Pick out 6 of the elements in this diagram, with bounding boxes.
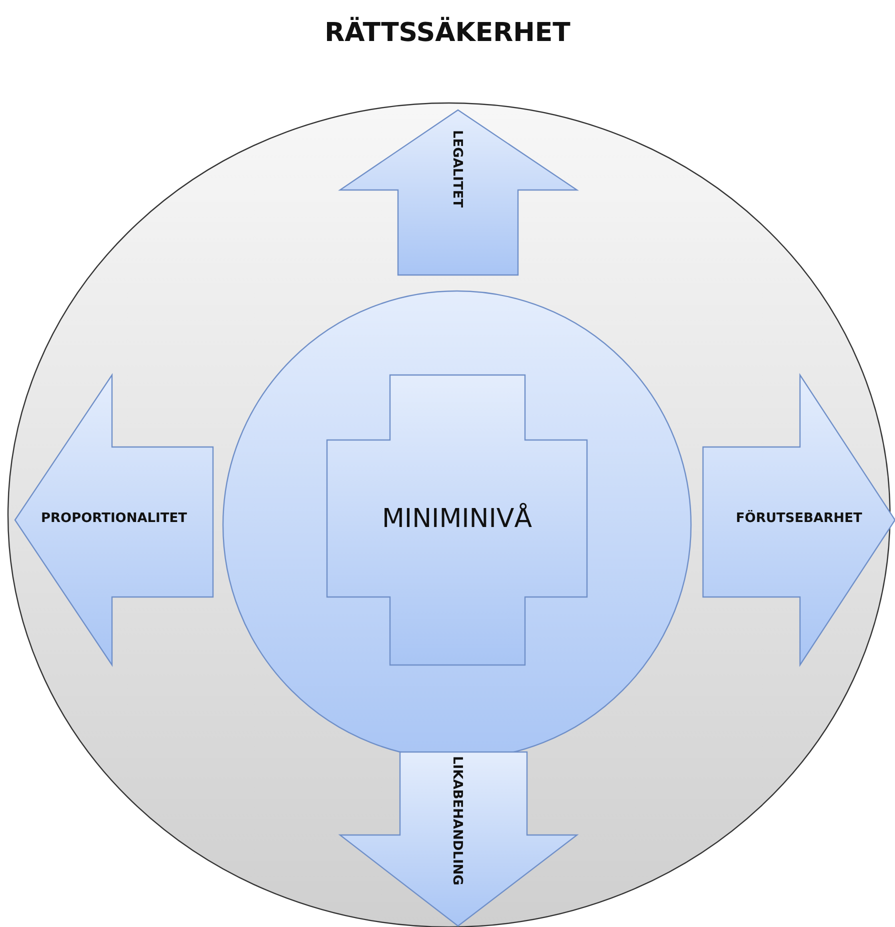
arrow-label: LEGALITET (450, 130, 464, 208)
center-label: MINIMINIVÅ (380, 504, 533, 534)
arrow-label: LIKABEHANDLING (450, 756, 464, 886)
arrow-label: FÖRUTSEBARHET (734, 511, 864, 526)
arrow-label: PROPORTIONALITET (40, 511, 188, 526)
heading-text: RÄTTSSÄKERHET (324, 18, 572, 48)
